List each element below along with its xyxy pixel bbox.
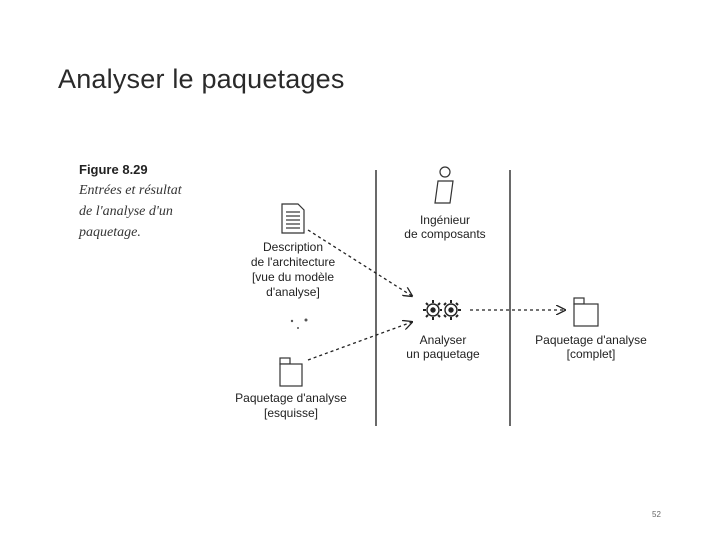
gears-icon bbox=[423, 300, 461, 320]
figure-caption-line: paquetage. bbox=[79, 225, 141, 240]
activity-label-line: un paquetage bbox=[406, 347, 480, 361]
input-package-label: Paquetage d'analyse [esquisse] bbox=[226, 391, 356, 421]
figure-caption-line: Entrées et résultat bbox=[79, 183, 182, 198]
package-icon-output bbox=[573, 297, 599, 327]
input-document-label-line: de l'architecture bbox=[250, 255, 336, 269]
output-package-label: Paquetage d'analyse [complet] bbox=[526, 333, 656, 361]
activity-diagram: Figure 8.29 Entrées et résultat de l'ana… bbox=[60, 150, 670, 450]
output-package-label-line: [complet] bbox=[566, 347, 616, 361]
worker-label-line: Ingénieur bbox=[419, 213, 471, 227]
activity-label: Analyser un paquetage bbox=[393, 333, 493, 361]
input-document-label-line: d'analyse] bbox=[266, 285, 320, 299]
flow-package-to-activity bbox=[307, 322, 412, 361]
input-document-label: Description de l'architecture [vue du mo… bbox=[238, 240, 348, 300]
activity-label-line: Analyser bbox=[419, 333, 467, 347]
flow-description-to-activity bbox=[307, 229, 412, 296]
figure-number: Figure 8.29 bbox=[79, 162, 148, 177]
input-package-label-line: Paquetage d'analyse bbox=[235, 391, 347, 405]
diagram-graphics bbox=[279, 166, 599, 426]
input-document-label-line: [vue du modèle bbox=[251, 270, 335, 284]
document-icon bbox=[281, 203, 305, 234]
page-number: 52 bbox=[652, 510, 661, 519]
package-icon-input bbox=[279, 357, 303, 387]
scan-specks bbox=[290, 318, 308, 329]
actor-icon bbox=[434, 166, 454, 204]
input-package-label-line: [esquisse] bbox=[263, 406, 319, 420]
figure-caption-line: de l'analyse d'un bbox=[79, 204, 173, 219]
output-package-label-line: Paquetage d'analyse bbox=[535, 333, 647, 347]
input-document-label-line: Description bbox=[262, 240, 324, 254]
worker-label: Ingénieur de composants bbox=[395, 213, 495, 241]
worker-label-line: de composants bbox=[404, 227, 486, 241]
slide-title: Analyser le paquetages bbox=[58, 64, 345, 94]
